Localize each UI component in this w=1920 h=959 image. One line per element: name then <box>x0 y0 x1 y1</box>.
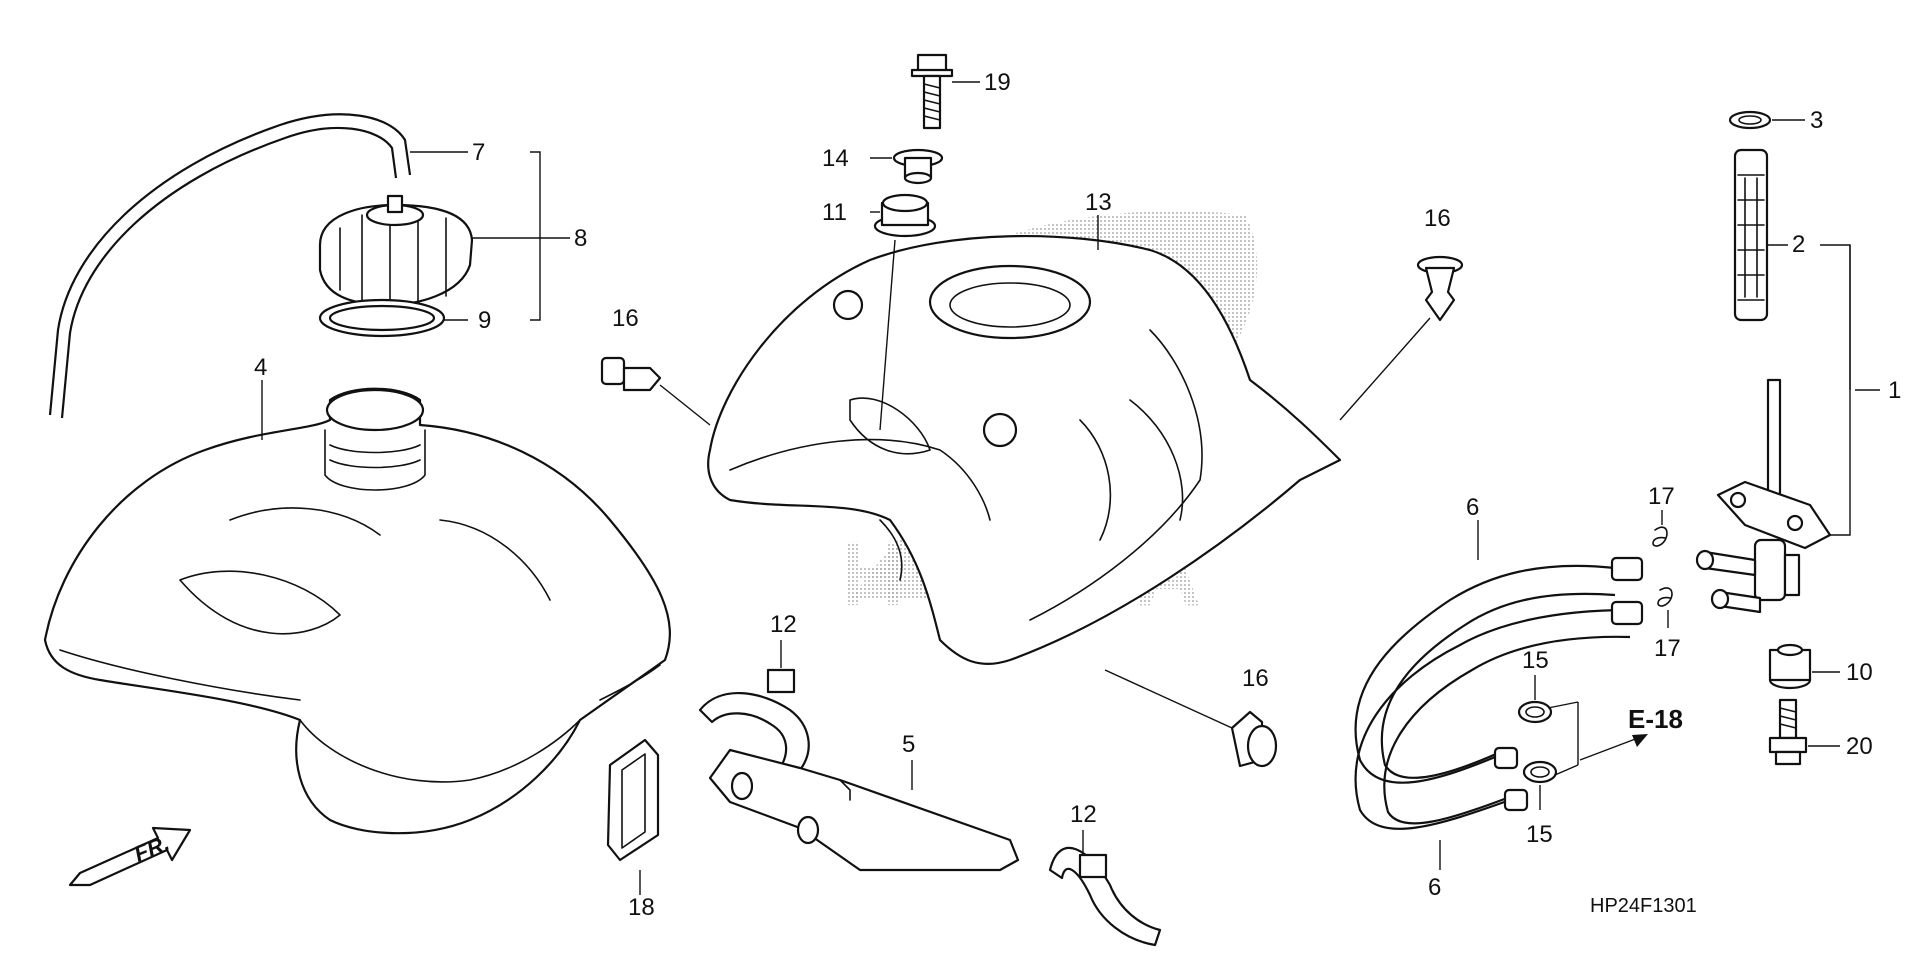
o-ring-3 <box>1728 110 1772 130</box>
trim-clip-lower <box>1230 710 1278 768</box>
callout-5: 5 <box>902 731 915 758</box>
rubber-grommet <box>873 193 937 238</box>
callout-12-lower: 12 <box>1070 801 1097 828</box>
callout-15-lower: 15 <box>1526 821 1553 848</box>
hose-clamp-upper <box>1517 700 1553 724</box>
callout-13: 13 <box>1085 189 1112 216</box>
bolt-20 <box>1768 698 1808 766</box>
callout-17-upper: 17 <box>1648 483 1675 510</box>
callout-10: 10 <box>1846 659 1873 686</box>
callout-9: 9 <box>478 307 491 334</box>
front-direction-marker: FR. <box>68 826 192 887</box>
tube-clip-lower <box>1657 587 1673 607</box>
collar-10 <box>1768 643 1812 690</box>
callout-3: 3 <box>1810 107 1823 134</box>
bolt-19 <box>910 53 954 130</box>
trim-clip-left <box>600 356 662 392</box>
diagram-code: HP24F1301 <box>1590 895 1697 917</box>
callout-15-upper: 15 <box>1522 647 1549 674</box>
fuel-tank <box>43 387 671 835</box>
callout-6-lower: 6 <box>1428 874 1441 901</box>
callout-11: 11 <box>822 199 847 226</box>
breather-tube <box>48 113 412 419</box>
callout-18: 18 <box>628 894 655 921</box>
callout-1: 1 <box>1888 377 1901 404</box>
band-12-upper <box>698 668 810 772</box>
callout-14: 14 <box>822 145 849 172</box>
collar-14 <box>892 148 944 185</box>
fuel-tubes <box>1354 556 1644 830</box>
callout-19: 19 <box>984 69 1011 96</box>
band-12-lower <box>1048 846 1162 947</box>
fuel-tank-shroud <box>707 234 1342 665</box>
callout-6-upper: 6 <box>1466 494 1479 521</box>
tank-stay <box>708 748 1020 872</box>
reference-arrow <box>1579 734 1648 761</box>
reference-label: E-18 <box>1628 704 1683 734</box>
callout-7: 7 <box>472 139 485 166</box>
callout-12-upper: 12 <box>770 611 797 638</box>
callout-2: 2 <box>1792 231 1805 258</box>
callout-16-lower: 16 <box>1242 665 1269 692</box>
fuel-valve <box>1695 378 1832 614</box>
callout-17-lower: 17 <box>1654 635 1681 662</box>
fuel-strainer-screen <box>1733 148 1769 322</box>
fuel-filler-cap <box>318 194 474 307</box>
callout-16-left: 16 <box>612 305 639 332</box>
hose-clamp-lower <box>1522 760 1558 784</box>
callout-8: 8 <box>574 225 587 252</box>
tube-clip-upper <box>1652 526 1668 547</box>
fuel-cap-gasket <box>318 298 446 338</box>
callout-4: 4 <box>254 354 267 381</box>
trim-clip-upper-right <box>1416 255 1464 322</box>
callout-16-upper-right: 16 <box>1424 205 1451 232</box>
rubber-strap <box>606 738 660 862</box>
callout-20: 20 <box>1846 733 1873 760</box>
